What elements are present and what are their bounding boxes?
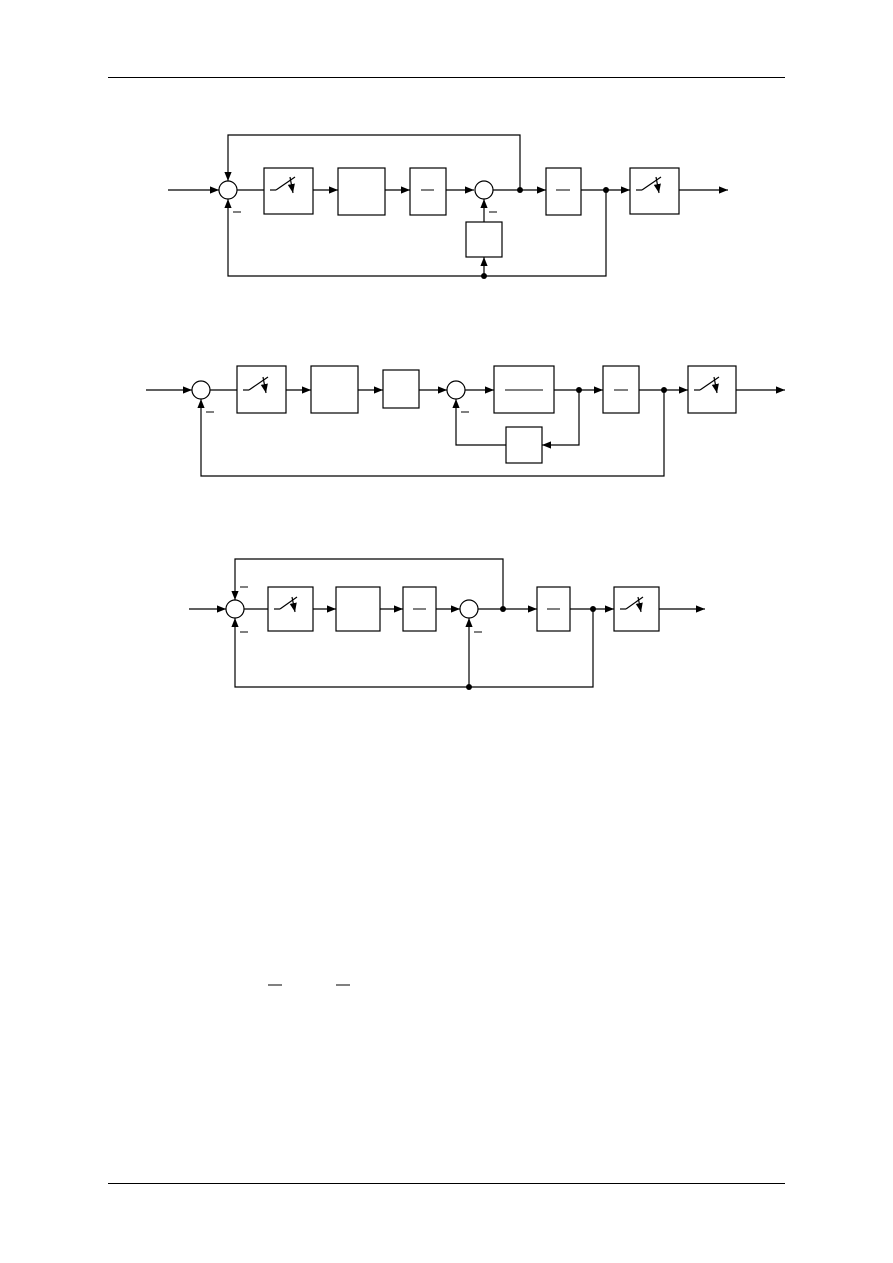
summing-junction-2 bbox=[446, 380, 466, 400]
summing-junction-1 bbox=[225, 599, 245, 619]
sampler-switch-icon bbox=[620, 596, 644, 613]
gain-block bbox=[382, 369, 420, 409]
block-diagram-1 bbox=[168, 134, 728, 279]
header-rule bbox=[108, 77, 785, 78]
sampler-switch-icon bbox=[636, 176, 662, 194]
feedback-block bbox=[505, 426, 543, 464]
sampler-switch-icon bbox=[694, 376, 720, 394]
sampler-switch-icon bbox=[270, 176, 296, 194]
summing-junction-1 bbox=[218, 180, 238, 200]
feedback-top bbox=[224, 134, 521, 190]
summing-junction-2 bbox=[459, 599, 479, 619]
inner-feedback bbox=[542, 390, 580, 449]
summing-junction-2 bbox=[474, 180, 494, 200]
feedback-block bbox=[465, 221, 503, 258]
controller-block bbox=[337, 167, 386, 216]
sampler-block bbox=[263, 167, 314, 215]
summing-junction-1 bbox=[191, 380, 211, 400]
controller-block bbox=[335, 586, 381, 632]
gain-block bbox=[409, 167, 447, 216]
sampler-switch-icon bbox=[243, 376, 269, 394]
sampler-switch-icon bbox=[274, 596, 298, 613]
feedback-bottom bbox=[231, 609, 594, 688]
feedback-top bbox=[231, 558, 504, 609]
outer-feedback bbox=[197, 390, 665, 477]
footer-rule bbox=[108, 1183, 785, 1184]
block-diagram-2 bbox=[146, 365, 785, 477]
integrator-block bbox=[545, 167, 582, 216]
block-diagram-3 bbox=[189, 558, 705, 690]
inner-feedback-return bbox=[452, 399, 506, 446]
sampler-block bbox=[629, 167, 680, 215]
controller-block bbox=[310, 365, 359, 414]
feedback-bottom bbox=[224, 190, 607, 277]
